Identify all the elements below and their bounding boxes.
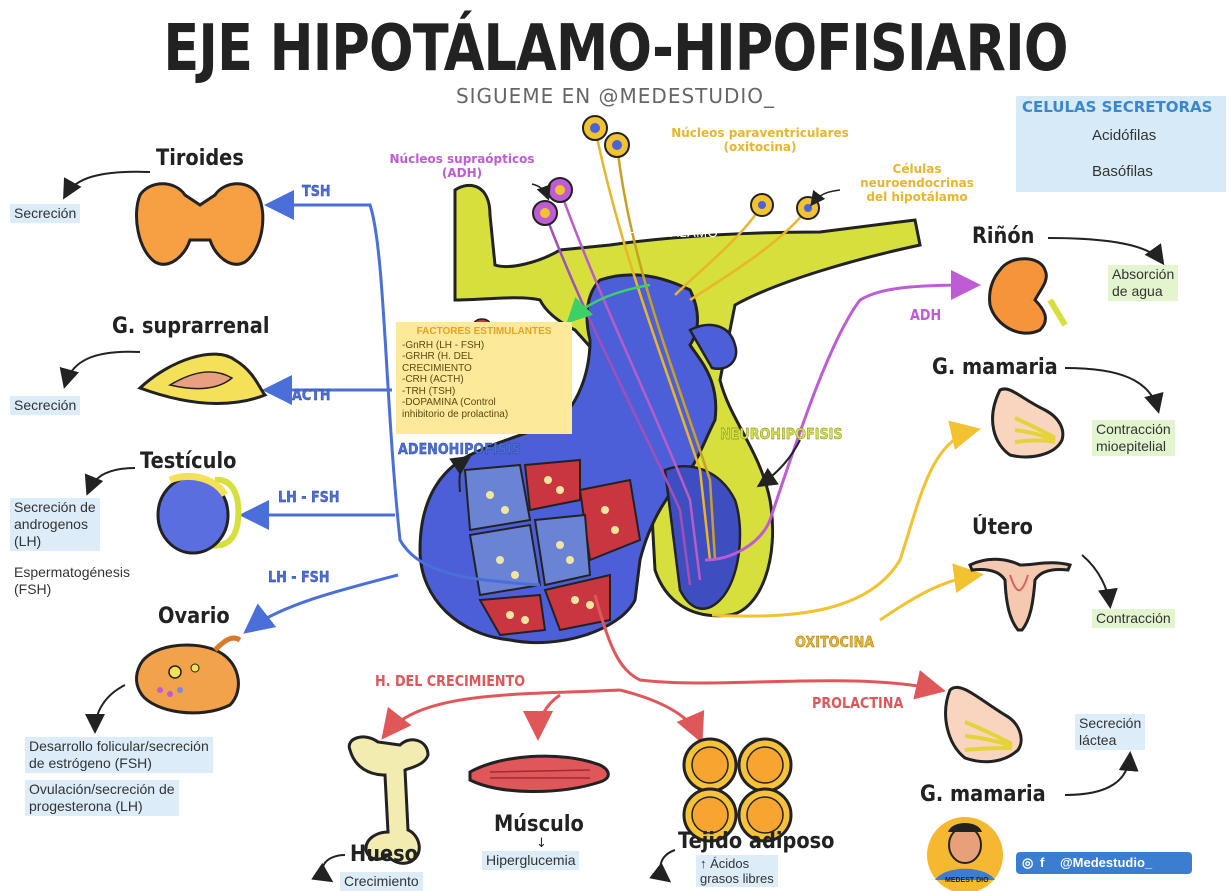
oxytocin-label: OXITOCINA <box>795 633 874 651</box>
adrenal-title: G. suprarrenal <box>112 314 269 339</box>
instagram-icon[interactable]: ◎ <box>1022 852 1033 874</box>
page-title: EJE HIPOTÁLAMO-HIPOFISIARIO <box>111 12 1120 86</box>
muscle-illustration <box>470 756 608 791</box>
prolactin-label: PROLACTINA <box>812 694 903 712</box>
acth-label: ACTH <box>292 386 331 404</box>
testicle-note-spermatogenesis: Espermatogénesis (FSH) <box>10 563 134 599</box>
thyroid-note: Secreción <box>10 204 80 223</box>
mammary-gland-illustration-2 <box>946 687 1021 761</box>
adipose-note: ↑ Ácidos grasos libres <box>696 855 778 887</box>
neuroendocrine-neurons <box>751 194 819 219</box>
testicle-note-androgens: Secreción de androgenos (LH) <box>10 498 100 551</box>
kidney-note: Absorción de agua <box>1108 265 1178 301</box>
stimulating-factors-box: FACTORES ESTIMULANTES -GnRH (LH - FSH) -… <box>396 322 572 434</box>
thyroid-title: Tiroides <box>156 146 244 171</box>
factor-item: -DOPAMINA (Control inhibitorio de prolac… <box>396 397 572 420</box>
ovary-title: Ovario <box>158 604 230 629</box>
social-handle-bar[interactable]: ◎ f @Medestudio_ <box>1016 852 1192 874</box>
ovary-note-follicular: Desarrollo folicular/secreción de estróg… <box>25 737 213 773</box>
tsh-label: TSH <box>302 182 331 200</box>
muscle-note: Hiperglucemia <box>482 851 579 870</box>
legend-basophil-label: Basófilas <box>1092 163 1153 180</box>
adipose-title: Tejido adiposo <box>678 829 834 854</box>
social-handle[interactable]: @Medestudio_ <box>1060 855 1152 870</box>
adh-label: ADH <box>910 306 941 324</box>
bone-title: Hueso <box>350 842 418 867</box>
avatar-caption: MEDEST DIO <box>945 877 989 884</box>
supraoptic-nuclei-label: Núcleos supraópticos (ADH) <box>372 152 552 180</box>
factor-item: -GnRH (LH - FSH) <box>396 340 572 352</box>
stimulating-factors-title: FACTORES ESTIMULANTES <box>396 326 572 338</box>
kidney-title: Riñón <box>972 224 1034 249</box>
mammary-gland-note-1: Contracción mioepitelial <box>1092 420 1175 456</box>
legend-acidophil-label: Acidófilas <box>1092 127 1156 144</box>
mammary-gland-note-2: Secreción láctea <box>1075 714 1145 750</box>
uterus-illustration <box>970 559 1070 630</box>
lh-fsh-label-1: LH - FSH <box>278 488 340 506</box>
testicle-illustration <box>158 476 238 553</box>
facebook-icon[interactable]: f <box>1040 852 1044 874</box>
uterus-note: Contracción <box>1092 609 1175 628</box>
mammary-gland-title-1: G. mamaria <box>932 355 1058 380</box>
mammary-gland-illustration-1 <box>993 389 1063 457</box>
growth-hormone-label: H. DEL CRECIMIENTO <box>375 672 525 690</box>
lh-fsh-label-2: LH - FSH <box>268 568 330 586</box>
bone-note: Crecimiento <box>340 872 423 891</box>
factor-item: -GRHR (H. DEL CRECIMIENTO <box>396 351 572 374</box>
neurohypophysis-label: NEUROHIPOFISIS <box>720 425 843 443</box>
muscle-arrow: ↓ <box>536 836 547 851</box>
legend-title: CELULAS SECRETORAS <box>1022 98 1212 116</box>
ovary-note-ovulation: Ovulación/secreción de progesterona (LH) <box>25 780 179 816</box>
adipose-illustration <box>684 739 791 841</box>
testicle-title: Testículo <box>140 449 236 474</box>
kidney-illustration <box>990 259 1065 333</box>
paraventricular-nuclei-label: Núcleos paraventriculares (oxitocina) <box>630 126 890 154</box>
adrenal-illustration <box>140 354 265 403</box>
factor-item: -CRH (ACTH) <box>396 374 572 386</box>
adenohypophysis-label: ADENOHIPOFISIS <box>398 440 521 458</box>
uterus-title: Útero <box>972 515 1033 540</box>
neuroendocrine-cells-label: Células neuroendocrinas del hipotálamo <box>832 162 1002 204</box>
thyroid-illustration <box>136 184 262 264</box>
factor-item: -TRH (TSH) <box>396 386 572 398</box>
ovary-illustration <box>136 638 240 713</box>
muscle-title: Músculo <box>494 812 584 837</box>
paraventricular-neurons <box>583 116 629 157</box>
hypothalamus-label: HIPOTÁLAMO <box>628 225 718 240</box>
supraoptic-neurons <box>533 178 572 225</box>
mammary-gland-title-2: G. mamaria <box>920 782 1046 807</box>
adrenal-note: Secreción <box>10 396 80 415</box>
